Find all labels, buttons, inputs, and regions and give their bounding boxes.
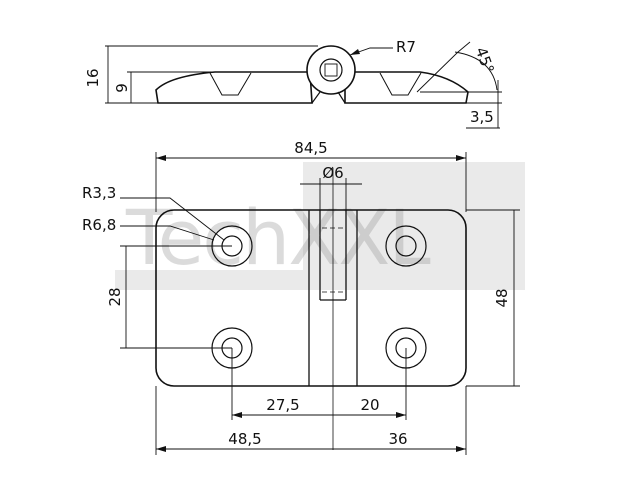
dim-28-text: 28 xyxy=(106,287,124,306)
side-view: 16 9 R7 45° 3,5 xyxy=(84,38,502,129)
dim-9-text: 9 xyxy=(113,83,131,93)
side-pin-square xyxy=(324,63,338,77)
watermark-text: TechXXL xyxy=(125,193,430,282)
dim-84-5-arrow-left xyxy=(156,155,166,161)
plan-outline xyxy=(155,209,467,387)
dim-27-5-arrow-left xyxy=(232,412,242,418)
hole-top-right xyxy=(385,225,427,267)
side-left-countersink xyxy=(209,72,252,96)
side-right-countersink xyxy=(379,72,422,96)
side-pin xyxy=(319,58,343,82)
side-left-leaf xyxy=(155,71,313,104)
dim-27-5-text: 27,5 xyxy=(266,396,299,414)
dim-48-text: 48 xyxy=(493,288,511,307)
plan-knuckle-band xyxy=(308,210,358,386)
counterbore-circle xyxy=(385,225,427,267)
dim-20-text: 20 xyxy=(360,396,379,414)
watermark-bar xyxy=(115,270,303,290)
dim-84-5-text: 84,5 xyxy=(294,139,327,157)
dim-9-lines xyxy=(127,71,215,103)
side-knuckle-joint xyxy=(311,91,346,104)
dim-r7-text: R7 xyxy=(396,38,416,56)
watermark-box xyxy=(303,162,525,290)
plan-view: 84,5 Ø6 R3,3 R6,8 28 48 27,5 20 48,5 36 xyxy=(82,139,520,455)
dim-d6-text: Ø6 xyxy=(322,164,343,182)
dim-16-text: 16 xyxy=(84,68,102,87)
dim-84-5-arrow-right xyxy=(456,155,466,161)
hole-circle xyxy=(395,235,417,257)
side-knuckle xyxy=(306,45,356,95)
side-right-leaf xyxy=(344,71,469,104)
dim-r6-8-text: R6,8 xyxy=(82,216,116,234)
dim-48-lines xyxy=(466,209,520,387)
dim-36-text: 36 xyxy=(388,430,407,448)
dim-r7-arrow xyxy=(350,49,360,55)
dim-20-arrow-right xyxy=(396,412,406,418)
watermark: TechXXL xyxy=(115,162,525,290)
dim-r6-8-leader xyxy=(120,225,215,241)
dim-48-5-text: 48,5 xyxy=(228,430,261,448)
dim-r3-3-leader xyxy=(120,197,225,241)
dim-45-arc xyxy=(416,41,498,93)
dim-16-lines xyxy=(105,45,318,104)
dim-28-lines xyxy=(120,245,232,349)
dim-d6-lines xyxy=(300,178,362,212)
dim-45-text: 45° xyxy=(472,45,498,76)
dim-36-arrow-right xyxy=(456,446,466,452)
dim-r3-3-text: R3,3 xyxy=(82,184,116,202)
dim-3-5-lines xyxy=(420,80,502,129)
dim-48-5-lines xyxy=(155,386,467,455)
dim-3-5-text: 3,5 xyxy=(470,108,494,126)
dim-27-5-lines xyxy=(231,348,407,420)
dim-84-5-lines xyxy=(155,152,467,212)
dim-48-5-arrow-left xyxy=(156,446,166,452)
